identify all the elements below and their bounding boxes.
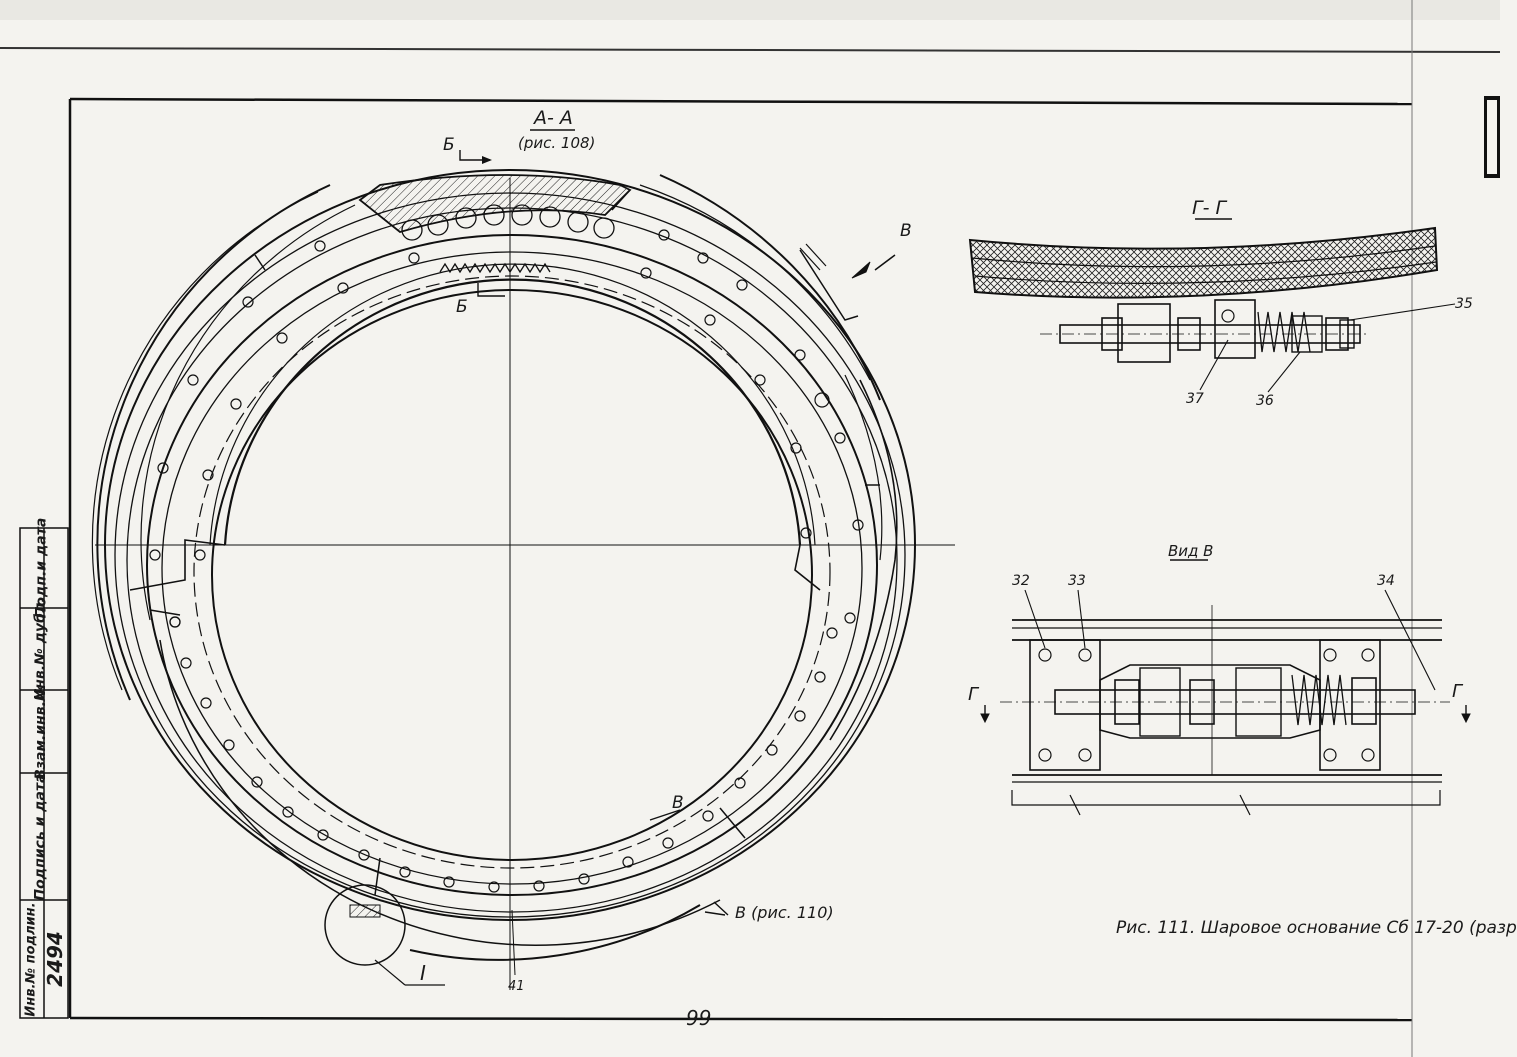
stamp-frame [19,527,69,1019]
drawing-frame [68,0,1500,1057]
figure-caption: Рис. 111. Шаровое основание Сб 17-20 (ра… [1116,918,1517,938]
callout-32: 32 [1012,573,1030,589]
cut-mark-b-top: Б [443,135,455,155]
stamp-field-sign-date-2: Подп.и дата [33,517,50,619]
section-aa-ref: (рис. 108) [518,134,595,152]
stamp-field-inv-dubl: Инв.№ дубл. [33,597,50,701]
callout-34: 34 [1377,573,1395,589]
gear-teeth [439,262,551,274]
callout-detail-I: I [420,961,426,985]
view-v-cut-right: Г [1452,681,1464,702]
stamp-field-inv-original: Инв.№ подлин. [23,901,39,1017]
section-gg-drawing [968,218,1456,393]
callout-35: 35 [1455,296,1473,312]
page-number: 99 [686,1006,712,1030]
ball-bearings [401,204,615,241]
stamp-field-replace-inv: Взам.инв.№ [33,683,49,780]
cut-mark-v-ref: В (рис. 110) [735,903,834,922]
cut-mark-v-side: В [672,793,684,813]
stamp-field-sign-date: Подпись и дата [33,772,49,901]
callout-41: 41 [508,979,525,994]
view-v-title: Вид В [1168,542,1213,560]
section-aa-title: А- А (рис. 108) [518,107,595,152]
cut-mark-v-arrow: В [900,221,912,241]
view-v-drawing [980,559,1471,816]
bolt-holes [149,229,864,893]
callout-37: 37 [1186,391,1204,407]
section-aa-title-text: А- А [532,107,573,129]
section-aa-ring [91,150,955,990]
view-v-cut-left: Г [968,684,980,705]
callout-33: 33 [1068,573,1086,589]
stamp-inv-number: 2494 [43,931,68,987]
section-gg-title: Г- Г [1192,197,1227,219]
callout-36: 36 [1256,393,1274,409]
cut-mark-b-bottom: Б [456,297,468,317]
detail-I-circle [324,884,406,966]
